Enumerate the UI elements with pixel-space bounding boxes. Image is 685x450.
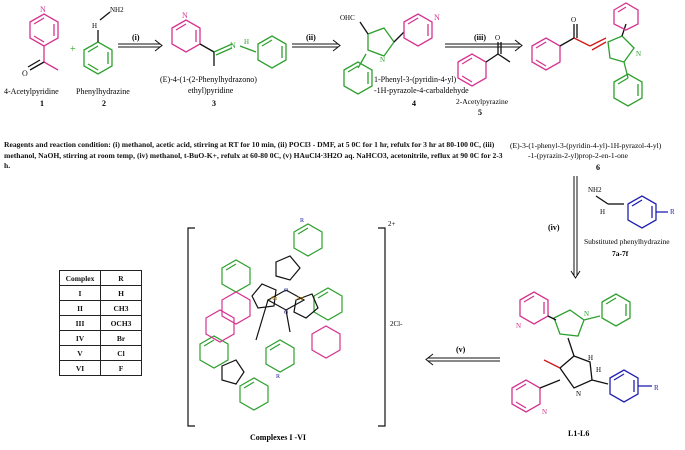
compound-2-structure xyxy=(83,11,113,75)
complex-o-2: O xyxy=(284,310,289,316)
table-cell: OCH3 xyxy=(100,315,142,331)
table-row: VI F xyxy=(59,360,142,376)
compound-3-structure xyxy=(171,19,287,69)
complex-au-1: Au xyxy=(270,296,277,302)
table-header-complex: Complex xyxy=(59,270,101,286)
compound-5-name: 2-Acetylpyrazine xyxy=(456,97,509,106)
table-header-r: R xyxy=(100,270,142,286)
step-ii-label: (ii) xyxy=(306,33,316,42)
complex-r-table: Complex R I H II CH3 III OCH3 IV Br V Cl… xyxy=(59,270,142,376)
step-v-label: (v) xyxy=(456,345,466,354)
step-i-label: (i) xyxy=(132,33,140,42)
table-cell: CH3 xyxy=(100,300,142,316)
compound-3-name-2: ethyl)pyridine xyxy=(188,86,234,95)
conditions-title: Reagents and reaction condition: xyxy=(4,140,111,149)
compound-7-number: 7a-7f xyxy=(612,249,629,258)
compound-1-o-atom: O xyxy=(22,69,28,78)
compound-3-number: 3 xyxy=(212,99,216,108)
compound-1-number: 1 xyxy=(40,99,44,108)
table-cell: Cl xyxy=(100,345,142,361)
table-cell: IV xyxy=(59,330,101,346)
table-row: III OCH3 xyxy=(59,315,142,331)
table-header-row: Complex R xyxy=(59,270,142,286)
compound-1-n-atom: N xyxy=(40,5,46,14)
reaction-conditions: Reagents and reaction condition: (i) met… xyxy=(4,140,510,172)
compound-3-n-pyr: N xyxy=(182,11,188,20)
compound-5-structure xyxy=(457,42,511,87)
compound-3-name-1: (E)-4-(1-(2-Phenylhydrazono) xyxy=(160,75,257,84)
complex-r-top: R xyxy=(300,218,304,224)
complex-au-2: Au xyxy=(296,296,303,302)
compound-4-n-pyrazole: N xyxy=(380,56,385,64)
ligand-structure xyxy=(511,291,652,413)
step-iv-label: (iv) xyxy=(548,223,560,232)
table-cell: II xyxy=(59,300,101,316)
table-cell: F xyxy=(100,360,142,376)
step-iii-label: (iii) xyxy=(474,33,486,42)
compound-7-r: R xyxy=(670,208,675,216)
table-row: V Cl xyxy=(59,345,142,361)
compound-7-nh: H xyxy=(600,208,605,216)
complex-label: Complexes I -VI xyxy=(250,433,306,442)
compound-6-structure xyxy=(531,2,643,107)
ligand-n-pyrazine: N xyxy=(542,408,547,416)
compound-4-name-2: -1H-pyrazole-4-carbaldehyde xyxy=(374,86,469,95)
compound-4-n-pyridine: N xyxy=(434,13,440,22)
ligand-n-pyridine: N xyxy=(516,322,521,330)
compound-2-name: Phenylhydrazine xyxy=(76,87,130,96)
compound-6-name-2: -1-(pyrazin-2-yl)prop-2-en-1-one xyxy=(528,151,629,160)
table-cell: Br xyxy=(100,330,142,346)
ligand-n-pyrazole: N xyxy=(584,310,589,318)
compound-6-number: 6 xyxy=(596,163,600,172)
conditions-text: (i) methanol, acetic acid, stirring at R… xyxy=(4,140,503,170)
table-cell: I xyxy=(59,285,101,301)
ligand-h-2: H xyxy=(596,366,601,374)
compound-4-number: 4 xyxy=(412,99,416,108)
compound-2-nh2: NH2 xyxy=(110,6,124,14)
table-cell: VI xyxy=(59,360,101,376)
ligand-label: L1-L6 xyxy=(568,429,589,438)
compound-3-n1: N xyxy=(230,41,236,50)
table-cell: V xyxy=(59,345,101,361)
compound-1-name: 4-Acetylpyridine xyxy=(4,87,59,96)
compound-6-name-1: (E)-3-(1-phenyl-3-(pyridin-4-yl)-1H-pyra… xyxy=(510,141,662,150)
compound-6-n: N xyxy=(636,50,641,58)
ligand-r: R xyxy=(654,384,659,392)
complex-charge: 2+ xyxy=(388,220,396,228)
compound-4-name-1: 1-Phenyl-3-(pyridin-4-yl) xyxy=(374,75,457,84)
compound-5-o: O xyxy=(495,34,500,42)
compound-4-cho: OHC xyxy=(340,14,355,22)
compound-2-number: 2 xyxy=(102,99,106,108)
compound-1-structure xyxy=(27,13,59,71)
table-cell: H xyxy=(100,285,142,301)
ligand-n-pyrazoline: N xyxy=(576,390,581,398)
compound-2-nh: H xyxy=(92,22,97,30)
complex-r-bottom: R xyxy=(276,374,280,380)
complex-o-1: O xyxy=(284,288,289,294)
compound-6-o: O xyxy=(571,16,576,24)
compound-4-structure xyxy=(343,13,433,95)
table-row: IV Br xyxy=(59,330,142,346)
table-row: II CH3 xyxy=(59,300,142,316)
compound-5-number: 5 xyxy=(478,108,482,117)
complex-counterion: 2Cl- xyxy=(390,320,403,328)
compound-3-nh: H xyxy=(244,38,249,46)
table-row: I H xyxy=(59,285,142,301)
compound-7-nh2: NH2 xyxy=(588,186,602,194)
compound-7-name: Substituted phenylhydrazine xyxy=(584,237,670,246)
complex-structure xyxy=(187,223,386,427)
compound-7-structure xyxy=(595,195,668,229)
plus-sign: + xyxy=(70,44,76,55)
table-cell: III xyxy=(59,315,101,331)
ligand-h-1: H xyxy=(588,354,593,362)
